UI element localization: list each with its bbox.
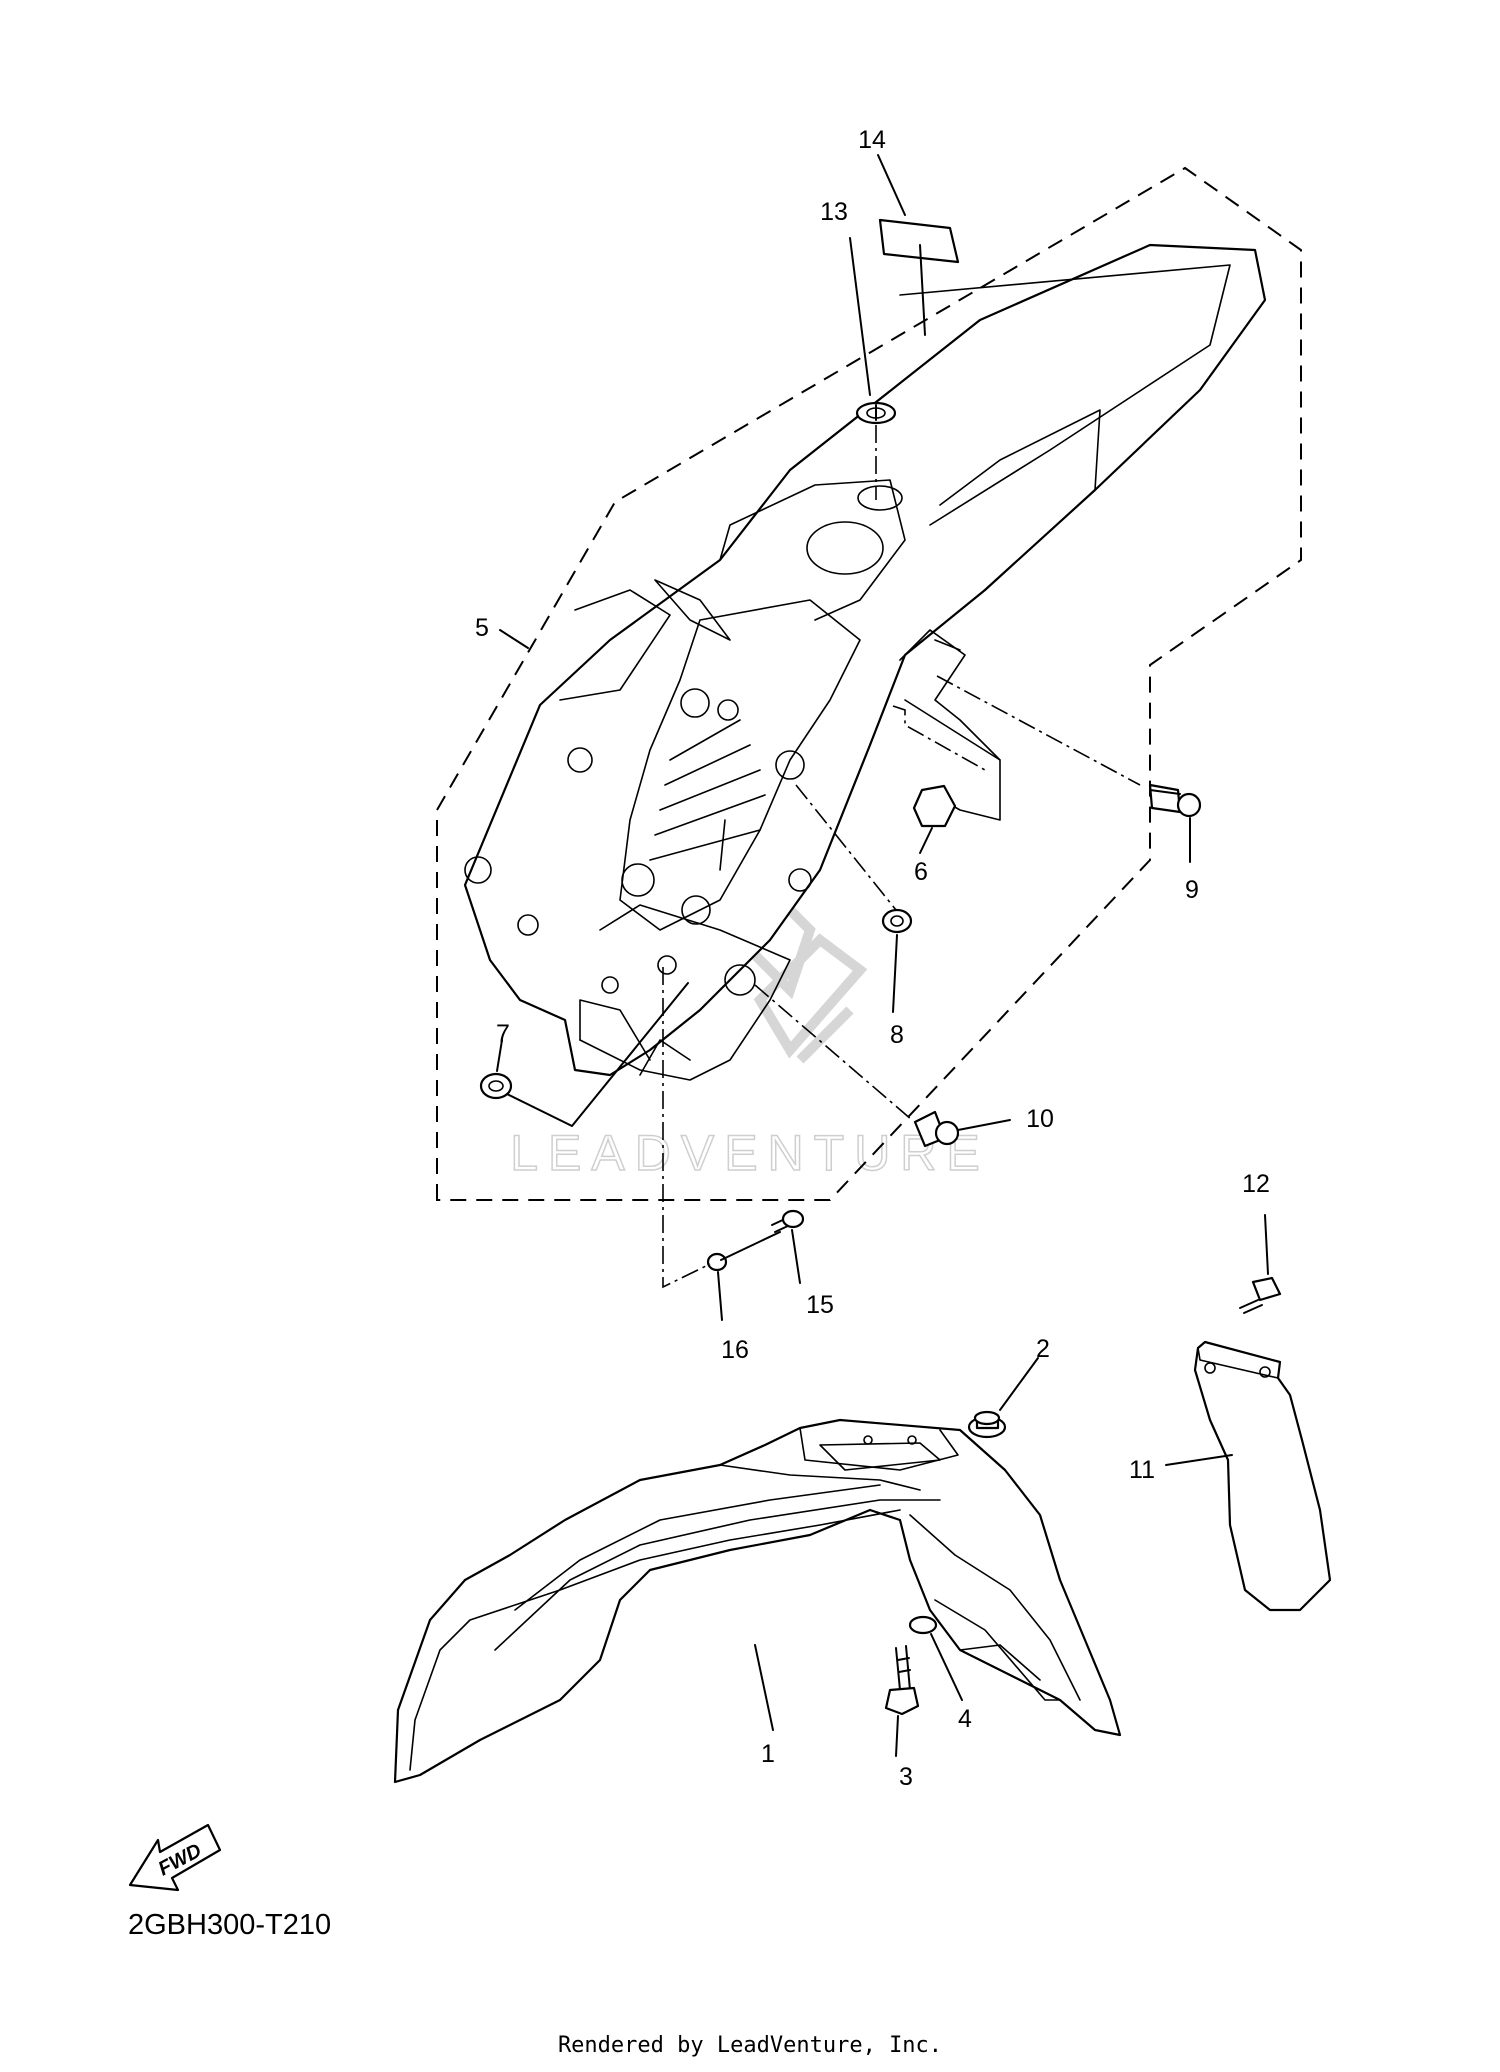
- watermark-text: LEADVENTURE: [510, 1125, 990, 1181]
- callout-4: 4: [958, 1705, 972, 1733]
- part-7-collar[interactable]: [479, 1072, 513, 1100]
- part-10-bolt[interactable]: [913, 1110, 960, 1148]
- callout-14: 14: [858, 126, 886, 154]
- watermark: LEADVENTURE: [509, 892, 990, 1182]
- part-2-grommet[interactable]: [967, 1410, 1007, 1439]
- part-16-washer[interactable]: [706, 1252, 728, 1272]
- callout-3: 3: [899, 1763, 913, 1791]
- callouts: 1 2 3 4 5 6 7 8 9 10 11 12 13 14 15 16: [475, 126, 1270, 1791]
- front-fender[interactable]: [393, 1418, 1122, 1784]
- callout-7: 7: [496, 1020, 510, 1048]
- upper-leader-lines: [496, 244, 1141, 1289]
- callout-5: 5: [475, 614, 489, 642]
- part-15-screw[interactable]: [771, 1209, 805, 1233]
- callout-6: 6: [914, 858, 928, 886]
- callout-9: 9: [1185, 876, 1199, 904]
- part-8-nut[interactable]: [881, 908, 913, 934]
- callout-10: 10: [1026, 1105, 1054, 1133]
- diagram-code: 2GBH300-T210: [128, 1909, 331, 1941]
- rear-fender[interactable]: [463, 243, 1267, 1081]
- mud-flap[interactable]: [1193, 1340, 1332, 1612]
- callout-12: 12: [1242, 1170, 1270, 1198]
- callout-13: 13: [820, 198, 848, 226]
- rear-fender-assembly-outline: [436, 166, 1302, 1201]
- callout-11: 11: [1129, 1456, 1155, 1484]
- part-4-washer[interactable]: [908, 1615, 938, 1635]
- part-14-emblem[interactable]: [878, 218, 960, 264]
- callout-2: 2: [1036, 1335, 1050, 1363]
- part-9-bolt[interactable]: [1148, 783, 1202, 818]
- part-12-screw[interactable]: [1239, 1276, 1282, 1314]
- callout-15: 15: [806, 1291, 834, 1319]
- callout-1: 1: [761, 1740, 775, 1768]
- callout-leaders: [499, 154, 1269, 1757]
- rendered-by-footer: Rendered by LeadVenture, Inc.: [558, 2033, 942, 2058]
- callout-16: 16: [721, 1336, 749, 1364]
- callout-8: 8: [890, 1021, 904, 1049]
- part-6-nut[interactable]: [912, 784, 957, 828]
- part-3-bolt[interactable]: [884, 1645, 920, 1716]
- fwd-arrow: FWD: [128, 1823, 222, 1892]
